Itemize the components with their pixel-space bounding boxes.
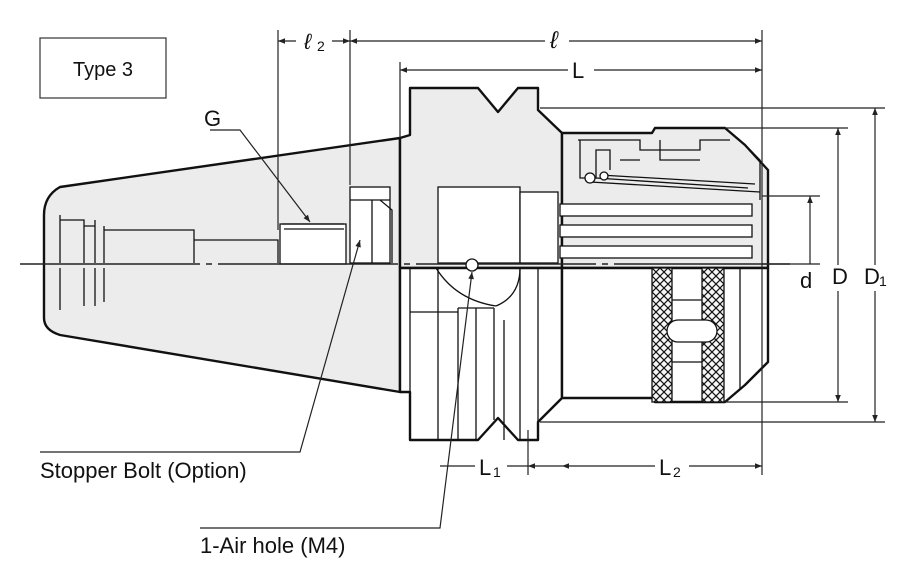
dim-L1-sub: 1 [493,464,501,480]
dim-L-label: L [572,58,584,83]
air-hole-mark [465,258,479,272]
dim-d-label: d [800,268,812,293]
air-hole-leader [200,271,474,529]
dim-L2-sub: 2 [673,464,681,480]
g-label: G [204,106,221,131]
dim-D1-sub: 1 [879,273,887,289]
dim-L2-label: L [659,455,671,480]
dim-l-label: ℓ [549,27,559,54]
dim-l2-sub: 2 [317,38,325,54]
stopper-bolt-label: Stopper Bolt (Option) [40,458,247,483]
type-label: Type 3 [73,59,133,81]
dim-l2-label: ℓ [303,29,312,54]
dim-D-label: D [832,264,848,289]
dim-L1-label: L [479,455,491,480]
air-hole-label: 1-Air hole (M4) [200,533,345,558]
dim-D1-label: D [864,264,880,289]
stopper-leader [40,239,361,453]
type-box [39,37,167,99]
taper-shank [42,136,402,394]
g-leader [210,129,311,223]
